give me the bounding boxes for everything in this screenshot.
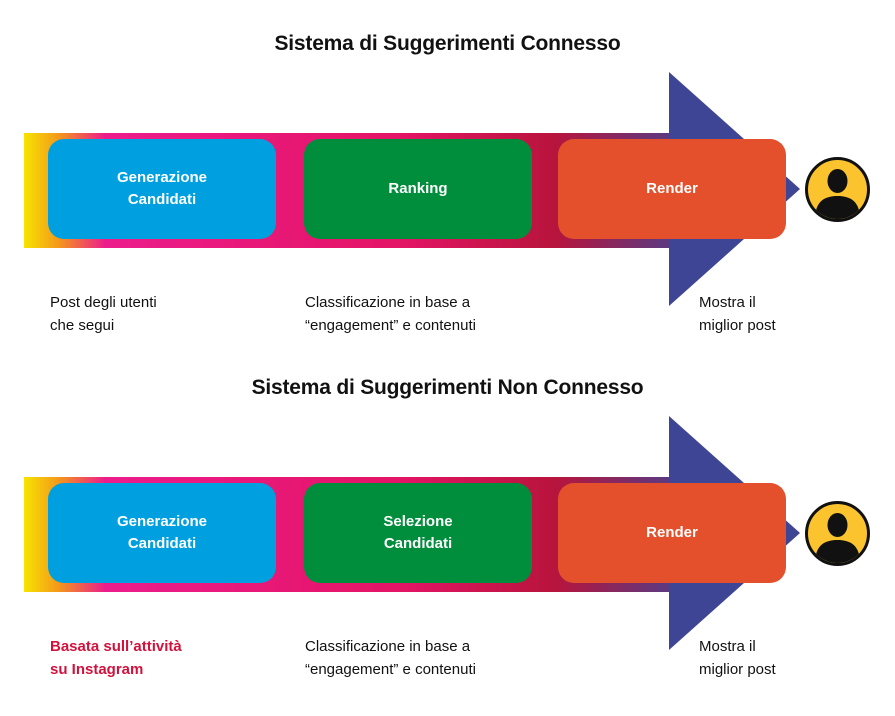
stage-label: Render [646, 180, 698, 197]
stage-label: Generazione Candidati [116, 513, 208, 552]
user-avatar-icon [805, 501, 870, 566]
caption-ranking: Classificazione in base a “engagement” e… [305, 291, 545, 337]
caption-candidate-generation: Post degli utenti che segui [50, 291, 250, 337]
section-title: Sistema di Suggerimenti Non Connesso [251, 376, 644, 399]
stage-label: Selezione Candidati [383, 513, 453, 552]
caption-candidate-selection: Classificazione in base a “engagement” e… [305, 635, 545, 681]
caption-line: Basata sull’attività [50, 638, 182, 655]
stage-candidate-generation: Generazione Candidati [48, 139, 276, 239]
section-title: Sistema di Suggerimenti Connesso [274, 32, 621, 55]
user-avatar-icon [805, 157, 870, 222]
caption-line: Post degli utenti [50, 294, 157, 311]
stage-render: Render [558, 483, 786, 583]
caption-line: Classificazione in base a [305, 638, 471, 655]
caption-render: Mostra il miglior post [699, 635, 849, 681]
caption-line: Mostra il [699, 638, 756, 655]
stage-label: Ranking [388, 180, 448, 197]
stage-label: Generazione Candidati [116, 169, 208, 208]
caption-render: Mostra il miglior post [699, 291, 849, 337]
stage-render: Render [558, 139, 786, 239]
caption-instagram-activity: Basata sull’attività su Instagram [50, 635, 250, 681]
caption-line: Mostra il [699, 294, 756, 311]
stage-label: Render [646, 524, 698, 541]
stage-candidate-generation: Generazione Candidati [48, 483, 276, 583]
caption-line: che segui [50, 317, 115, 334]
caption-line: Classificazione in base a [305, 294, 471, 311]
stage-candidate-selection: Selezione Candidati [304, 483, 532, 583]
caption-line: su Instagram [50, 661, 144, 678]
stage-ranking: Ranking [304, 139, 532, 239]
caption-line: “engagement” e contenuti [305, 661, 476, 678]
caption-line: miglior post [699, 661, 776, 678]
connected-recommendation-system: Sistema di Suggerimenti Connesso Generaz… [0, 0, 895, 340]
caption-line: miglior post [699, 317, 776, 334]
caption-line: “engagement” e contenuti [305, 317, 476, 334]
unconnected-recommendation-system: Sistema di Suggerimenti Non Connesso Gen… [0, 344, 895, 684]
